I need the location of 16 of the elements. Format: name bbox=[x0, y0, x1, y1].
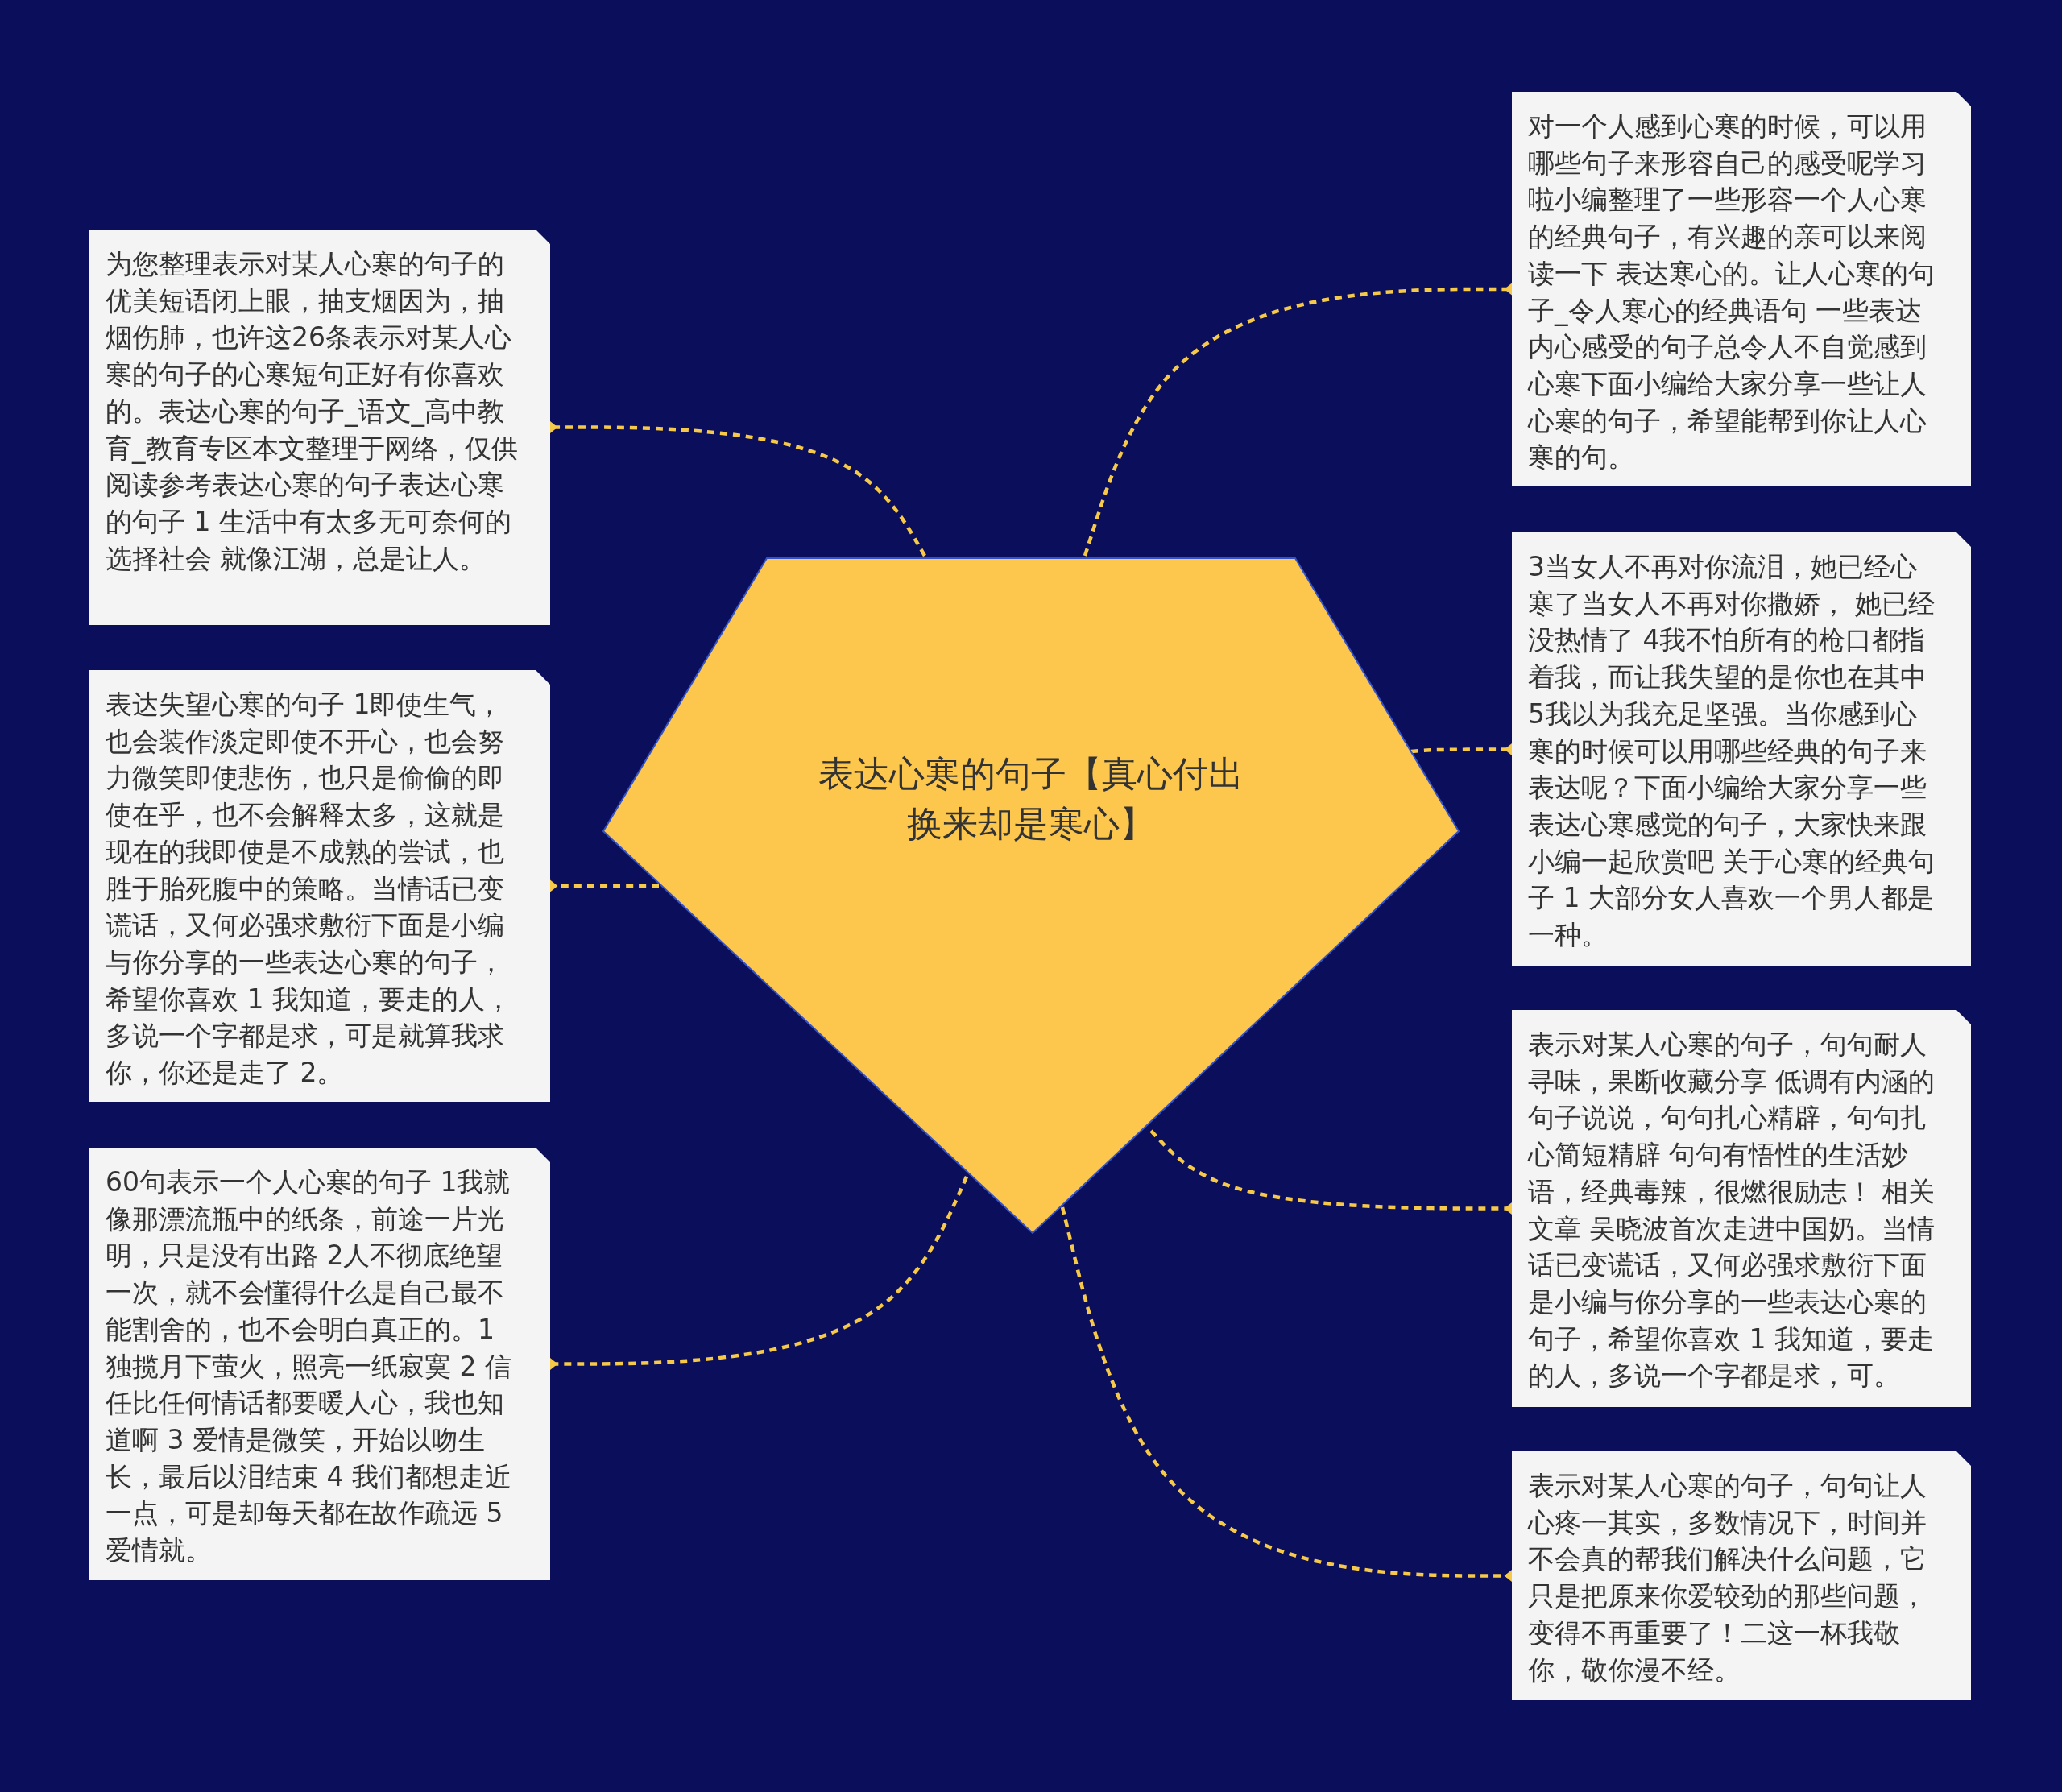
card-text: 表示对某人心寒的句子，句句耐人寻味，果断收藏分享 低调有内涵的句子说说，句句扎心精辟，句句扎心简短精辟 句句有悟性的生活妙语，经典毒辣，很燃很励志！ 相关文章 吴晓波首次走进中国奶。当情话已变谎话，又何必强求敷衍下面是小编与你分享的一些表达心寒的句子，希望你喜欢 1 我知道，要走的人，多说一个字都是求，可。 bbox=[1528, 1028, 1936, 1393]
text-card bbox=[1512, 532, 1971, 966]
topic-title: 表达心寒的句子【真心付出换来却是寒心】 bbox=[818, 752, 1244, 846]
card-text: 3当女人不再对你流泪，她已经心寒了当女人不再对你撒娇， 她已经没热情了 4我不怕所有的枪口都指着我，而让我失望的是你也在其中5我以为我充足坚强。当你感到心寒的时候可以用哪些经典的句子来表达呢？下面小编给大家分享一些表达心寒感觉的句子，大家快来跟小编一起欣赏吧 关于心寒的经典句子 1 大部分女人喜欢一个男人都是一种。 bbox=[1528, 550, 1936, 953]
text-card bbox=[89, 670, 550, 1102]
text-card bbox=[89, 1148, 550, 1580]
text-card bbox=[89, 230, 550, 625]
pentagon-topic-node bbox=[602, 557, 1460, 1234]
card-text: 表达失望心寒的句子 1即使生气，也会装作淡定即使不开心，也会努力微笑即使悲伤，也只是偷偷的即使在乎，也不会解释太多，这就是现在的我即使是不成熟的尝试，也胜于胎死腹中的策略。当情话已变谎话，又何必强求敷衍下面是小编与你分享的一些表达心寒的句子，希望你喜欢 1 我知道，要走的人，多说一个字都是求，可是就算我求你，你还是走了 2。 bbox=[106, 688, 512, 1091]
card-text: 对一个人感到心寒的时候，可以用哪些句子来形容自己的感受呢学习啦小编整理了一些形容一个人心寒的经典句子，有兴趣的亲可以来阅读一下 表达寒心的。让人心寒的句子_令人寒心的经典语句 一些表达内心感受的句子总令人不自觉感到心寒下面小编给大家分享一些让人心寒的句子，希望能帮到你让人心寒的句。 bbox=[1528, 110, 1936, 475]
text-card bbox=[1512, 1010, 1971, 1407]
card-text: 60句表示一个人心寒的句子 1我就像那漂流瓶中的纸条，前途一片光明，只是没有出路 2人不彻底绝望一次，就不会懂得什么是自己最不能割舍的，也不会明白真正的。1 独揽月下萤火，照亮一纸寂寞 2 信任比任何情话都要暖人心，我也知道啊 3 爱情是微笑，开始以吻生长，最后以泪结束 4 我们都想走近一点，可是却每天都在故作疏远 5 爱情就。 bbox=[106, 1165, 512, 1568]
card-text: 为您整理表示对某人心寒的句子的优美短语闭上眼，抽支烟因为，抽烟伤肺，也许这26条表示对某人心寒的句子的心寒短句正好有你喜欢的。表达心寒的句子_语文_高中教育_教育专区本文整理于网络，仅供阅读参考表达心寒的句子表达心寒的句子 1 生活中有太多无可奈何的选择社会 就像江湖，总是让人。 bbox=[106, 247, 518, 576]
card-text: 表示对某人心寒的句子，句句让人心疼一其实，多数情况下，时间并不会真的帮我们解决什么问题，它只是把原来你爱较劲的那些问题，变得不再重要了！二这一杯我敬你，敬你漫不经。 bbox=[1528, 1469, 1927, 1687]
text-card bbox=[1512, 1451, 1971, 1700]
text-card bbox=[1512, 92, 1971, 486]
